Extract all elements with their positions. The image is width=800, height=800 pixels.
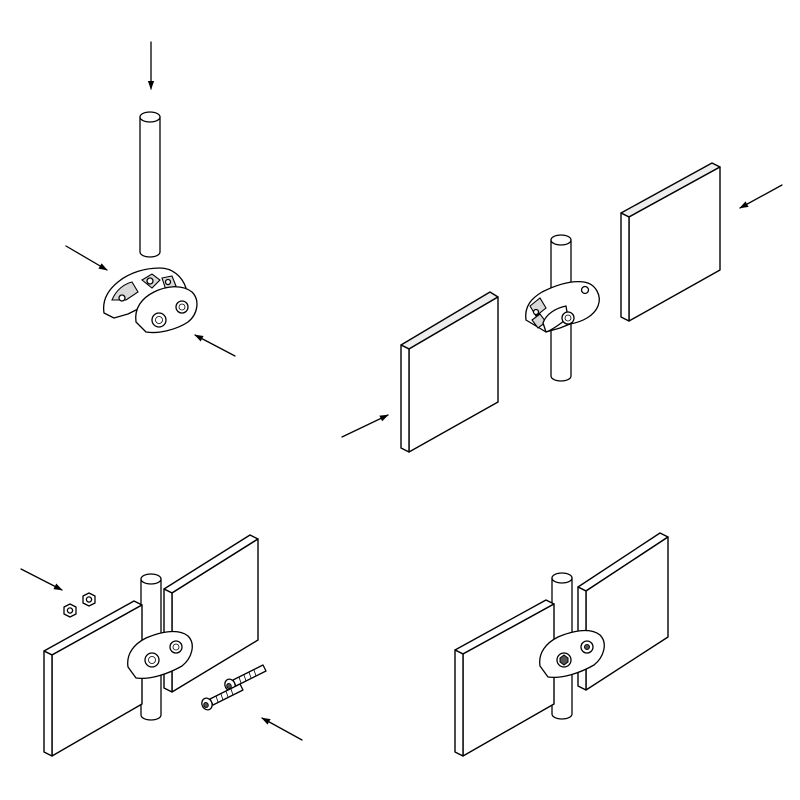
glass-panel-right <box>620 162 721 322</box>
nut-2 <box>63 603 77 618</box>
step-2 <box>341 162 783 453</box>
tube <box>139 111 161 258</box>
glass-panel-front <box>454 599 555 757</box>
bolt-1 <box>222 664 267 694</box>
bolt-2 <box>199 683 244 713</box>
clamp-half-rear <box>102 267 187 319</box>
arrow-into-clamp-right <box>194 334 236 357</box>
glass-panel-front <box>43 600 143 757</box>
arrow-into-clamp-left <box>65 245 108 271</box>
clamp-half-front <box>135 286 198 334</box>
glass-panel-left <box>400 291 499 453</box>
step-1 <box>65 41 236 357</box>
arrow-bolts <box>261 717 303 741</box>
tube-with-clamp <box>525 234 600 382</box>
arrow-nuts <box>20 568 63 591</box>
arrow-panel-right <box>739 184 783 209</box>
clamp <box>127 630 193 680</box>
clamp-assembled <box>539 629 605 679</box>
arrow-panel-left <box>341 414 389 438</box>
step-4 <box>454 532 669 757</box>
step-3 <box>20 534 303 757</box>
nut-1 <box>82 592 96 607</box>
